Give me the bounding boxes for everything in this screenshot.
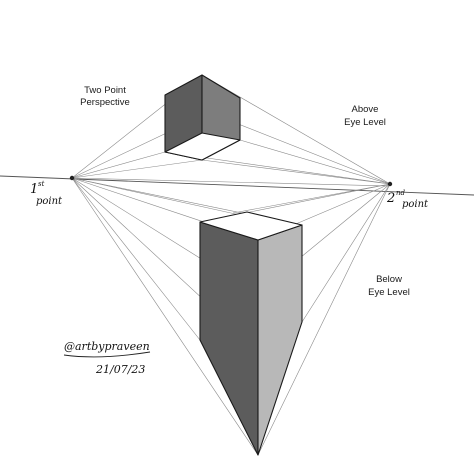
first-point-suffix: st: [38, 180, 45, 188]
vanishing-point-2: [387, 181, 393, 187]
below-eye-level-line-2: Eye Level: [368, 287, 410, 298]
title-line-2: Perspective: [80, 97, 130, 108]
vanishing-point-1: [69, 175, 75, 181]
above-eye-level-line-1: Above: [351, 104, 379, 115]
second-point-suffix: nd: [396, 189, 405, 197]
first-point-number: 1: [30, 182, 39, 197]
above-eye-level-line-2: Eye Level: [344, 117, 386, 128]
second-point-word: point: [402, 199, 429, 210]
signature-flourish: [63, 351, 151, 358]
box-above-eye-level: [164, 74, 241, 161]
first-point-word: point: [36, 196, 63, 207]
box-below-right-face: [257, 224, 303, 456]
signature-date: 21/07/23: [96, 363, 146, 376]
box-below-top-face: [199, 211, 303, 241]
title-line-1: Two Point: [84, 85, 126, 96]
box-below-eye-level: [199, 211, 303, 456]
box-above-bottom-face: [164, 132, 241, 161]
box-below-left-face: [199, 221, 259, 456]
construction-lines-vp1: [71, 74, 389, 456]
artist-signature: @artbypraveen: [64, 340, 150, 353]
below-eye-level-line-1: Below: [376, 274, 402, 285]
second-point-number: 2: [387, 191, 396, 206]
